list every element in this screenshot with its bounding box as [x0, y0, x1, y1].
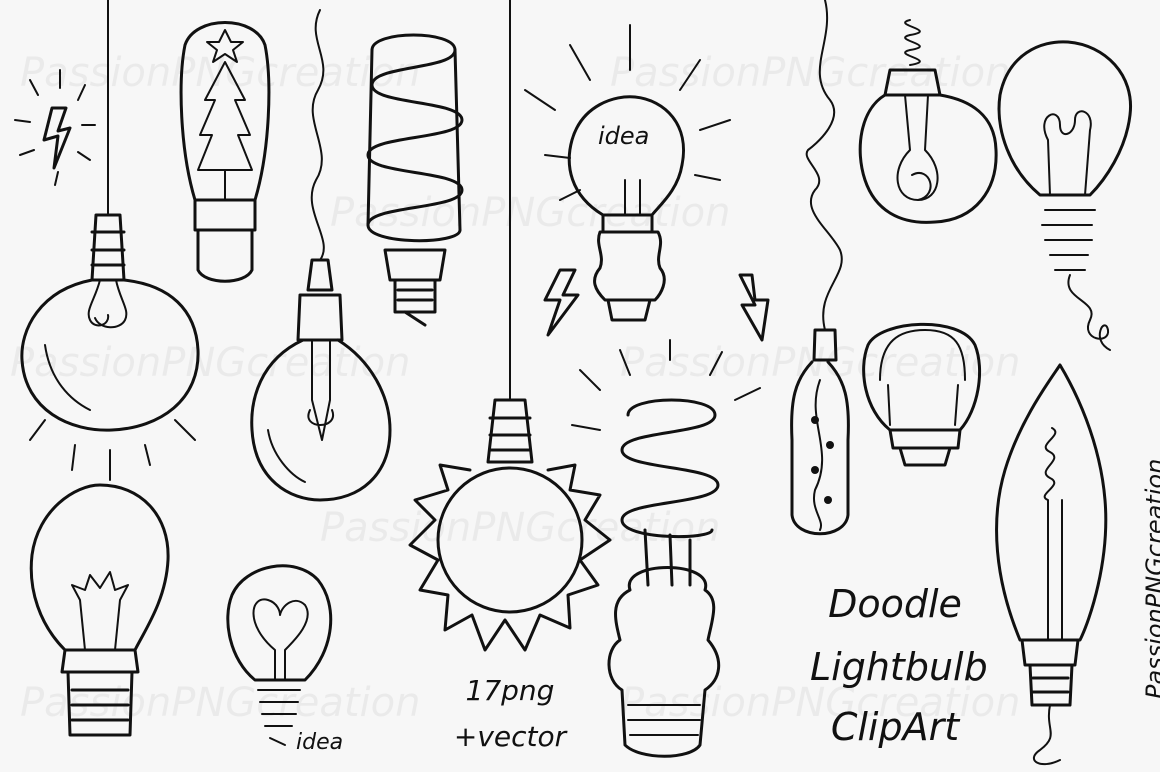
arch-filament-bulb-icon	[862, 322, 982, 467]
watermark: PassionPNGcreation	[10, 340, 411, 386]
idea-label-top: idea	[598, 122, 650, 150]
png-count: 17png	[465, 674, 555, 707]
candle-bulb-icon	[995, 363, 1108, 766]
heart-filament-bulb-icon	[226, 564, 333, 746]
filament-spring-bulb-icon	[997, 40, 1133, 351]
cfl-spiral-bulb-icon	[571, 339, 761, 758]
edison-tree-bulb-icon	[179, 21, 271, 283]
title-line-2: Lightbulb	[810, 645, 988, 689]
vector-label: +vector	[453, 720, 567, 753]
watermark: PassionPNGcreation	[20, 680, 421, 726]
hanging-globe-bulb-icon	[20, 0, 200, 481]
watermark: PassionPNGcreation	[330, 190, 731, 236]
lightning-bolt-icon	[738, 273, 770, 342]
cfl-spiral-bulb-icon	[366, 33, 464, 327]
idea-label-bottom: idea	[296, 730, 344, 755]
watermark: PassionPNGcreation	[610, 50, 1011, 96]
watermark: PassionPNGcreation	[620, 340, 1021, 386]
classic-filament-bulb-icon	[29, 483, 170, 737]
hanging-vintage-bulb-icon	[250, 9, 392, 502]
classic-bulb-icon	[858, 19, 998, 224]
watermark: PassionPNGcreation	[620, 680, 1021, 726]
watermark: PassionPNGcreation	[320, 505, 721, 551]
bottle-bulb-icon	[790, 0, 850, 536]
lightning-bolt-icon	[543, 268, 580, 337]
title-line-3: ClipArt	[830, 705, 960, 749]
title-line-1: Doodle	[828, 582, 962, 626]
idea-bulb-icon	[524, 24, 731, 322]
brand-label: PassionPNGcreation	[1141, 458, 1160, 699]
lightning-bolt-icon	[14, 69, 96, 186]
sun-bulb-icon	[408, 0, 612, 652]
